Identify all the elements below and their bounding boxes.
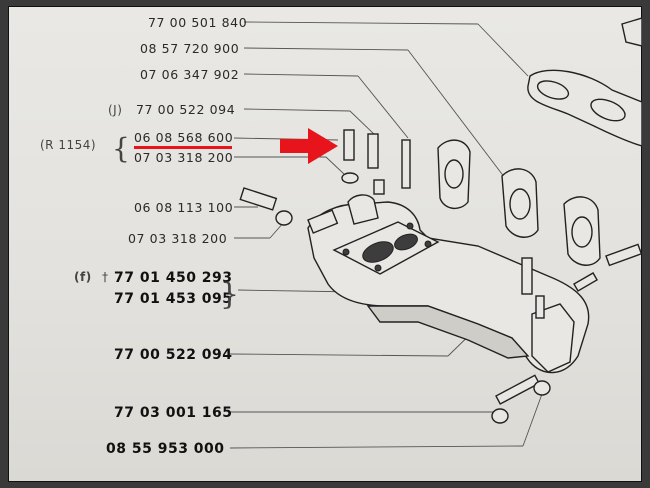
flange-gasket-2-hole — [509, 188, 531, 220]
part-number-4: 77 00 522 094 — [136, 102, 235, 117]
flange-gasket-1-hole — [444, 159, 464, 189]
stud-2 — [367, 133, 379, 169]
leader-13 — [229, 445, 524, 449]
leader-3 — [243, 73, 359, 77]
corner-part — [621, 17, 642, 47]
flange-hole-4 — [374, 264, 382, 272]
stud-right — [605, 243, 642, 267]
part-number-list: 77 00 501 840 08 57 720 900 07 06 347 90… — [40, 15, 247, 457]
flange-hole-2 — [406, 222, 414, 230]
runner-underside — [366, 305, 530, 359]
gasket-port-1 — [536, 80, 570, 100]
part-number-10: 77 01 453 095 — [114, 291, 233, 307]
brace-r1154: { — [112, 132, 130, 165]
stud-right-2 — [573, 272, 599, 292]
leader-11 — [229, 353, 449, 357]
highlight-underline — [134, 146, 232, 149]
note-j: (J) — [108, 103, 122, 117]
part-number-11: 77 00 522 094 — [114, 347, 233, 363]
part-number-9: 77 01 450 293 — [114, 270, 233, 286]
leader-6b — [325, 156, 345, 175]
stud-5 — [521, 257, 533, 295]
leader-2 — [243, 47, 409, 51]
flange-hole-3 — [424, 240, 432, 248]
stud-4 — [373, 179, 385, 195]
leader-1b — [477, 23, 529, 77]
arrow-right-icon — [280, 128, 338, 164]
flange-hole-1 — [342, 248, 350, 256]
manifold-drawing — [239, 17, 642, 424]
leader-4 — [243, 108, 351, 112]
carb-bore-1 — [362, 241, 394, 263]
gasket-port-2 — [590, 98, 626, 122]
bolt — [495, 374, 541, 405]
bolt-washer — [533, 380, 551, 396]
washer-1 — [341, 172, 359, 184]
part-number-6: 07 03 318 200 — [134, 150, 233, 165]
catalog-page: 77 00 501 840 08 57 720 900 07 06 347 90… — [8, 6, 642, 482]
leader-4b — [349, 110, 377, 137]
note-f: (f) — [74, 270, 92, 284]
leader-1 — [243, 21, 479, 25]
exploded-diagram: 77 00 501 840 08 57 720 900 07 06 347 90… — [40, 15, 642, 457]
part-number-12: 77 03 001 165 — [114, 405, 233, 421]
leader-13b — [522, 393, 543, 447]
part-number-3: 07 06 347 902 — [140, 67, 239, 82]
carb-bore-2 — [394, 233, 418, 251]
leader-2b — [407, 49, 509, 183]
part-number-1: 77 00 501 840 — [148, 15, 247, 30]
part-number-8: 07 03 318 200 — [128, 231, 227, 246]
flange-gasket-3-hole — [571, 216, 593, 248]
leader-3b — [357, 75, 409, 139]
brace-f: } — [220, 277, 239, 312]
pipe-outlet — [307, 209, 339, 234]
part-number-13: 08 55 953 000 — [106, 441, 225, 457]
part-number-5: 06 08 568 600 — [134, 130, 233, 145]
outlet-block — [531, 303, 575, 373]
riser — [347, 194, 379, 225]
note-dagger: † — [102, 270, 109, 284]
bolt-head — [491, 408, 509, 424]
fitting-washer — [275, 210, 293, 226]
part-number-2: 08 57 720 900 — [140, 41, 239, 56]
part-number-7: 06 08 113 100 — [134, 200, 233, 215]
note-r1154: (R 1154) — [40, 138, 96, 152]
banjo-fitting — [239, 187, 278, 211]
stud-1 — [343, 129, 355, 161]
stud-3 — [401, 139, 411, 189]
stud-6 — [535, 295, 545, 319]
